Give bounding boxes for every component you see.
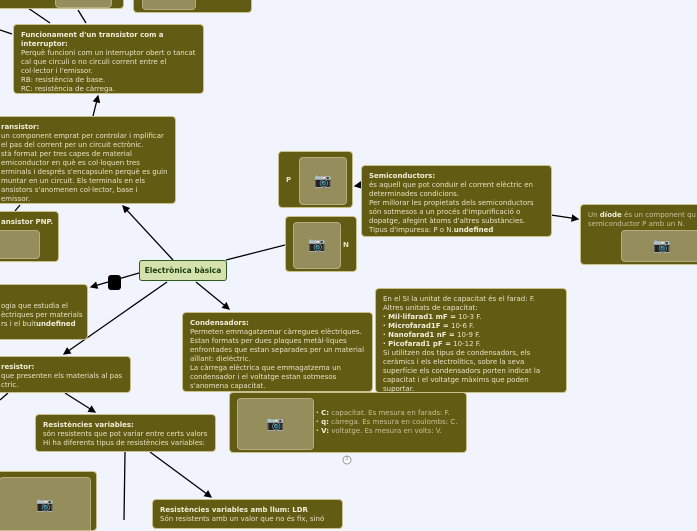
text: · V:: [316, 427, 329, 435]
node-ldr[interactable]: Resistències variables amb llum: LDR Són…: [152, 499, 343, 529]
text: un component emprat per controlar i mpli…: [1, 132, 164, 149]
text: capacitat. Es mesura en farads: F.: [329, 409, 450, 417]
node-capacitat[interactable]: 📷 · C: capacitat. Es mesura en farads: F…: [229, 392, 467, 453]
text: RB: resistència de base.: [21, 76, 106, 84]
node-funcionament[interactable]: Funcionament d'un transistor com a inter…: [13, 24, 204, 94]
n-label: N: [343, 241, 349, 249]
text: · C:: [316, 409, 330, 417]
text: La càrrega elèctrica que emmagatzema un …: [190, 364, 341, 390]
text: que presenten els materials al pas: [1, 372, 123, 380]
node-pnp[interactable]: ansistor PNP.: [0, 211, 59, 262]
text: Permeten emmagatzemar càrregues elèctriq…: [190, 328, 362, 336]
unit-name: · Mil·lifarad1 mF =: [383, 313, 456, 321]
node-title: Condensadors:: [190, 319, 249, 327]
node-semiconductors[interactable]: Semiconductors: és aquell que pot condui…: [361, 165, 552, 237]
node-top-left[interactable]: [0, 0, 124, 9]
camera-icon: 📷: [293, 222, 341, 269]
node-title: Resistències variables:: [43, 421, 134, 429]
text: En el SI la unitat de capacitat és el fa…: [383, 295, 535, 303]
text: ctric.: [1, 381, 19, 389]
node-title: Semiconductors:: [369, 172, 436, 180]
node-electronica[interactable]: ogia que estudia el èctriques per materi…: [0, 284, 88, 340]
text: RC: resistència de càrrega.: [21, 85, 115, 93]
node-title: resistor:: [1, 363, 35, 371]
node-condensadors[interactable]: Condensadors: Permeten emmagatzemar càrr…: [182, 312, 373, 392]
node-resistencies-variables[interactable]: Resistències variables: són resistents q…: [35, 414, 216, 452]
text: rs i el buit: [1, 320, 36, 328]
unit-value: 10-12 F.: [450, 340, 481, 348]
camera-icon: 📷: [0, 477, 91, 530]
p-label: P: [286, 176, 292, 184]
unit-value: 10-3 F.: [455, 313, 482, 321]
unit-name: · Nanofarad1 nF =: [383, 331, 455, 339]
camera-icon: 📷: [237, 398, 314, 450]
text: stà format per tres capes de material em…: [1, 150, 168, 203]
unit-name: · Picofarad1 pF =: [383, 340, 451, 348]
node-n[interactable]: 📷 N: [285, 216, 357, 272]
node-resistor[interactable]: resistor: que presenten els materials al…: [0, 356, 131, 393]
node-diode[interactable]: Un díode és un component qu semiconducto…: [580, 204, 697, 265]
text: són resistents que pot variar entre cert…: [43, 430, 208, 438]
node-title: ansistor PNP.: [1, 218, 53, 226]
central-topic[interactable]: Electrònica bàsica: [139, 260, 227, 281]
text: ogia que estudia el: [1, 302, 68, 310]
text: Un: [588, 211, 600, 219]
node-top-right[interactable]: [133, 0, 252, 13]
node-title: Resistències variables amb llum: LDR: [160, 506, 308, 514]
text: Són resistents amb un valor que no és fi…: [160, 515, 325, 523]
text: Si utilitzen dos tipus de condensadors, …: [383, 349, 541, 393]
text: undefined: [453, 226, 494, 234]
collapse-toggle: [342, 455, 352, 465]
image-placeholder: [0, 230, 40, 259]
collapse-count[interactable]: 3: [345, 456, 349, 462]
text: díode: [599, 211, 622, 219]
node-image-bottom-left[interactable]: 📷: [0, 471, 97, 531]
text: Altres unitats de capacitat:: [383, 304, 478, 312]
node-title: ransistor:: [1, 123, 40, 131]
text: Tipus d'impuresa: P o N.: [369, 226, 454, 234]
text: és aquell que pot conduir el corrent elè…: [369, 181, 533, 198]
connectors: [0, 7, 580, 520]
text: Per millorar les propietats dels semicon…: [369, 199, 534, 225]
node-title: Funcionament d'un transistor com a inter…: [21, 31, 164, 48]
node-si-units[interactable]: En el SI la unitat de capacitat és el fa…: [375, 288, 567, 393]
camera-icon: 📷: [299, 157, 347, 205]
text: Perquè funcioni com un interruptor obert…: [21, 49, 196, 75]
node-transistor[interactable]: ransistor: un component emprat per contr…: [0, 116, 176, 204]
unit-name: · Microfarad1F =: [383, 322, 449, 330]
node-p[interactable]: P 📷: [278, 151, 353, 208]
unit-value: 10-6 F.: [448, 322, 475, 330]
text: càrrega. Es mesura en coulombs: C.: [328, 418, 458, 426]
text: · q:: [316, 418, 329, 426]
unit-value: 10-9 F.: [454, 331, 481, 339]
text: undefined: [35, 320, 76, 328]
text: és un component qu semiconductor P amb u…: [588, 211, 696, 228]
camera-icon: 📷: [621, 230, 697, 262]
text: èctriques per materials: [1, 311, 83, 319]
collapsed-marker[interactable]: [108, 275, 121, 290]
text: Hi ha diferents tipus de resistències va…: [43, 439, 206, 447]
text: voltatge. Es mesura en volts: V.: [329, 427, 442, 435]
text: Estan formats per dues plaques metàl·liq…: [190, 337, 365, 363]
